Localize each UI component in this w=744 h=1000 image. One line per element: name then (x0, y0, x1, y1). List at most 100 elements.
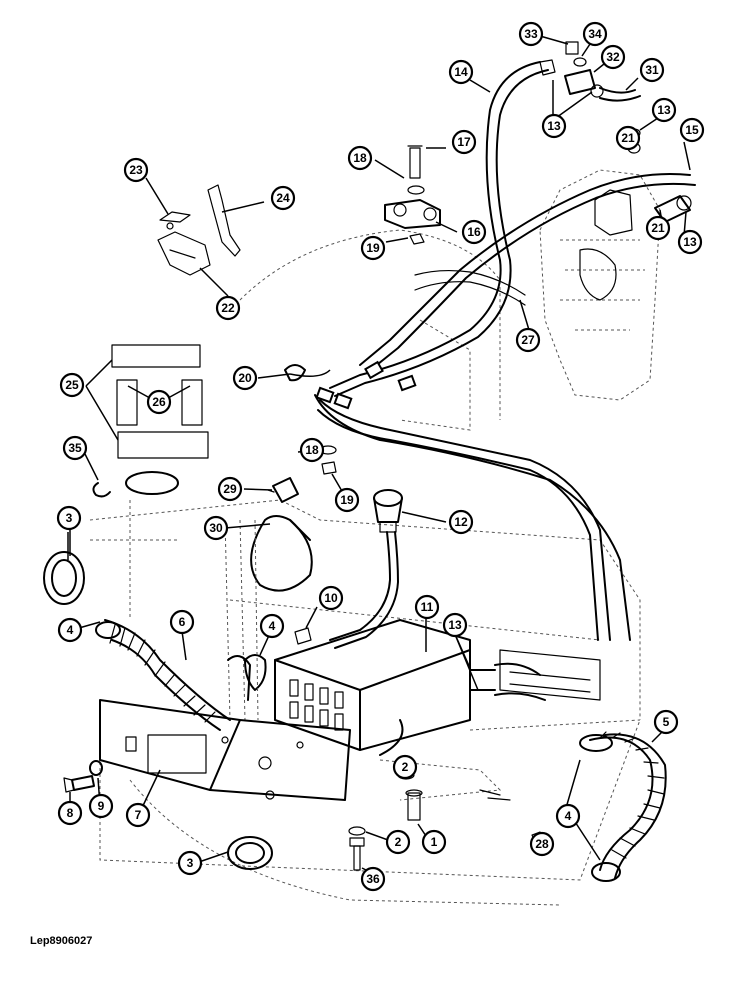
callout-number: 4 (269, 619, 276, 633)
callout-25: 25 (59, 372, 85, 398)
callout-number: 2 (402, 760, 409, 774)
callout-circle (169, 609, 195, 635)
drawing-reference-code: Lep8906027 (30, 935, 93, 947)
callout-circle (679, 117, 705, 143)
callout-32: 32 (600, 44, 626, 70)
callout-number: 31 (645, 63, 659, 77)
callout-circle (645, 215, 671, 241)
callout-3: 3 (177, 850, 203, 876)
callout-circle (259, 613, 285, 639)
callout-31: 31 (639, 57, 665, 83)
callout-number: 5 (663, 715, 670, 729)
callout-11: 11 (414, 594, 440, 620)
callout-circle (677, 229, 703, 255)
callout-3: 3 (56, 505, 82, 531)
callout-number: 21 (651, 221, 665, 235)
clamp-assembly (319, 145, 441, 475)
callout-number: 13 (547, 119, 561, 133)
callout-circle (541, 113, 567, 139)
callout-2: 2 (385, 829, 411, 855)
callout-4: 4 (57, 617, 83, 643)
callout-circle (59, 372, 85, 398)
callout-4: 4 (259, 613, 285, 639)
callout-15: 15 (679, 117, 705, 143)
callout-number: 12 (454, 515, 468, 529)
callout-26: 26 (146, 389, 172, 415)
callout-33: 33 (518, 21, 544, 47)
callout-circle (299, 437, 325, 463)
callout-number: 19 (340, 493, 354, 507)
heater-hoses (284, 61, 696, 641)
machine-outline (89, 169, 661, 906)
callout-23: 23 (123, 157, 149, 183)
callout-number: 1 (431, 835, 438, 849)
callout-circle (392, 754, 418, 780)
bracket-parts (157, 184, 241, 276)
callout-circle (448, 59, 474, 85)
callout-circle (639, 57, 665, 83)
callout-circle (318, 585, 344, 611)
callout-24: 24 (270, 185, 296, 211)
callout-number: 21 (621, 131, 635, 145)
callout-circle (600, 44, 626, 70)
callout-13: 13 (442, 612, 468, 638)
heater-unit (274, 619, 546, 756)
callout-circle (461, 219, 487, 245)
callout-number: 29 (223, 482, 237, 496)
callout-circle (653, 709, 679, 735)
callout-number: 22 (221, 301, 235, 315)
callout-10: 10 (318, 585, 344, 611)
left-duct (43, 519, 259, 731)
callout-6: 6 (169, 609, 195, 635)
callout-14: 14 (448, 59, 474, 85)
callout-circle (360, 235, 386, 261)
callout-circle (62, 435, 88, 461)
callout-number: 26 (152, 395, 166, 409)
callout-circle (203, 515, 229, 541)
callout-number: 33 (524, 27, 538, 41)
control-knob-cable (329, 489, 403, 649)
callout-number: 10 (324, 591, 338, 605)
callout-number: 2 (395, 835, 402, 849)
callout-34: 34 (582, 21, 608, 47)
callout-number: 24 (276, 191, 290, 205)
callout-17: 17 (451, 129, 477, 155)
callout-7: 7 (125, 802, 151, 828)
filter-panels (92, 344, 209, 498)
callout-number: 28 (535, 837, 549, 851)
callout-13: 13 (541, 113, 567, 139)
callout-5: 5 (653, 709, 679, 735)
callout-13: 13 (677, 229, 703, 255)
callout-20: 20 (232, 365, 258, 391)
callout-number: 36 (366, 872, 380, 886)
callout-circle (385, 829, 411, 855)
callout-circle (146, 389, 172, 415)
callout-number: 18 (353, 151, 367, 165)
callout-number: 7 (135, 808, 142, 822)
callout-29: 29 (217, 476, 243, 502)
callout-number: 13 (683, 235, 697, 249)
callout-21: 21 (615, 125, 641, 151)
callout-number: 25 (65, 378, 79, 392)
callout-circle (414, 594, 440, 620)
callout-number: 3 (66, 511, 73, 525)
callout-circle (177, 850, 203, 876)
callout-2: 2 (392, 754, 418, 780)
callout-1: 1 (421, 829, 447, 855)
callout-number: 18 (305, 443, 319, 457)
callout-circle (360, 866, 386, 892)
callout-circle (334, 487, 360, 513)
callout-number: 34 (588, 27, 602, 41)
callout-number: 23 (129, 163, 143, 177)
callout-number: 9 (98, 799, 105, 813)
callout-18: 18 (299, 437, 325, 463)
callout-circle (347, 145, 373, 171)
callout-circle (529, 831, 555, 857)
callout-circle (651, 97, 677, 123)
callout-number: 17 (457, 135, 471, 149)
callout-number: 15 (685, 123, 699, 137)
callout-number: 27 (521, 333, 535, 347)
callout-19: 19 (334, 487, 360, 513)
